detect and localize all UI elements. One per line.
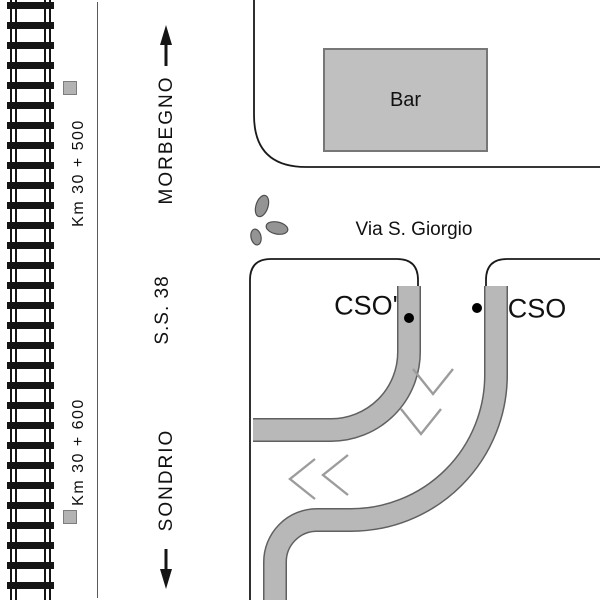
chevron-down-icon [412,368,454,396]
km-500-label: Km 30 + 500 [70,119,87,227]
south-arrow-icon [160,549,172,589]
lane-ramp-cso [263,286,508,600]
bar-label: Bar [389,88,422,111]
cso-label: CSO [507,293,567,324]
chevron-down-icon [400,408,442,436]
lane-chevron-markings [288,368,454,500]
km-600-marker-square [63,510,77,524]
railway-rail [10,0,12,600]
direction-south-label: SONDRIO [156,428,177,532]
km-600-label: Km 30 + 600 [70,398,87,506]
direction-north-label: MORBEGNO [156,75,177,205]
railway-ties [7,0,54,600]
chevron-left-icon [321,454,349,496]
street-label: Via S. Giorgio [355,219,473,240]
highway-label: S.S. 38 [152,275,173,345]
railway-rail [15,0,17,600]
road-edge-northeast-corner [485,258,600,287]
cso-marker-dot [472,303,482,313]
chevron-left-icon [288,458,316,500]
north-arrow-icon [160,25,172,66]
railway-rail [44,0,46,600]
railway-rail [49,0,51,600]
roadside-boundary-line [97,2,98,598]
cso-prime-marker-dot [404,313,414,323]
cso-prime-label: CSO' [334,290,398,321]
vegetation-patches [250,194,289,246]
km-500-marker-square [63,81,77,95]
bar-building: Bar [323,48,488,152]
railway-track [7,0,54,600]
